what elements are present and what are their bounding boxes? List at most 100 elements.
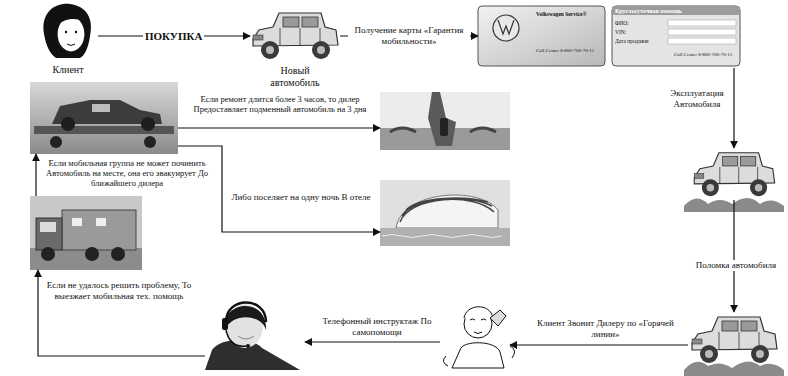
node-caption: Если мобильная группа не может починить … xyxy=(42,158,212,188)
replacement-car-keys-photo-part xyxy=(440,118,448,136)
road-car-icon-part xyxy=(694,153,774,196)
node-caption: Дата продажи: xyxy=(615,38,665,45)
replacement-car-keys-photo-part xyxy=(380,92,510,150)
node-caption: Эксплуатация Автомобиля xyxy=(666,88,728,110)
node-caption: Call Center 8-800-700-70-11 xyxy=(674,52,736,58)
mobility-cards-part xyxy=(478,6,605,66)
flow-arrow xyxy=(178,146,380,232)
tow-truck-photo-part xyxy=(141,117,155,131)
client-icon xyxy=(43,4,91,58)
edge-label: Получение карты «Гарантия мобильности» xyxy=(348,25,470,47)
operator-photo xyxy=(205,303,300,371)
broken-car-node: Поломка автомобиля xyxy=(688,312,780,367)
broken-car-icon xyxy=(684,317,784,376)
tow-truck-photo-part xyxy=(50,136,62,148)
operator-photo-part xyxy=(246,344,250,348)
mobile-service-truck-photo xyxy=(30,196,142,270)
service-truck-node: Если не удалось решить проблему, То выез… xyxy=(30,196,142,270)
mobile-service-truck-photo-part xyxy=(96,218,106,226)
node-caption: Круглосуточная помощь xyxy=(615,8,737,15)
mobility-cards xyxy=(478,6,740,66)
operator-photo-part xyxy=(226,303,266,323)
card-node: Volkswagen Service® Call Center 8-800-700… xyxy=(478,6,740,68)
node-caption: Новый автомобиль xyxy=(265,65,325,89)
calling-client-node: Клиент Звонит Дилеру по «Горячей линии» xyxy=(440,296,510,368)
client-icon-part xyxy=(65,31,67,33)
broken-car-icon-part xyxy=(684,361,784,376)
flow-arrow xyxy=(510,344,688,345)
flow-arrow xyxy=(305,341,440,342)
new-car-icon xyxy=(253,13,338,59)
mobile-service-truck-photo-part xyxy=(40,222,56,232)
client-icon-part xyxy=(57,10,86,26)
mobile-service-truck-photo-part xyxy=(62,210,136,250)
client-icon-part xyxy=(43,4,91,58)
node-caption: Клиент xyxy=(28,64,108,76)
mobile-service-truck-photo-part xyxy=(30,196,142,270)
node-caption: Volkswagen Service® xyxy=(536,11,602,18)
calling-client-sketch-part xyxy=(443,346,514,366)
calling-client-sketch-part xyxy=(490,310,506,326)
mobile-service-truck-photo-part xyxy=(72,218,82,226)
calling-client-sketch xyxy=(443,307,514,368)
tow-truck-photo-part xyxy=(61,117,75,131)
client-icon-part xyxy=(75,31,77,33)
client-icon-part xyxy=(67,44,75,46)
mobile-service-truck-photo-part xyxy=(85,247,99,261)
operator-node: Телефонный инструктаж По самопомощи xyxy=(205,300,305,370)
flow-arrow xyxy=(733,200,734,312)
node-caption: Если не удалось решить проблему, То выез… xyxy=(44,280,194,302)
node-caption: Call Center 8-800-700-70-11 xyxy=(536,48,598,54)
operator-photo-part xyxy=(238,336,254,339)
tow-truck-node: Если мобильная группа не может починить … xyxy=(30,82,178,154)
new-car-node: Новый автомобиль xyxy=(250,8,340,63)
node-caption: Либо поселяет на одну ночь В отеле xyxy=(228,192,374,203)
flow-arrow xyxy=(35,154,36,196)
node-caption: Если ремонт длится более 3 часов, то дил… xyxy=(184,94,376,114)
road-car-node: Эксплуатация Автомобиля xyxy=(688,148,780,200)
calling-client-sketch-part xyxy=(474,332,482,334)
calling-client-sketch-part xyxy=(452,343,504,368)
hotel-node: Либо поселяет на одну ночь В отеле xyxy=(380,180,510,246)
hotel-photo xyxy=(380,180,510,246)
hotel-photo-part xyxy=(400,198,494,222)
replacement-car-keys-photo xyxy=(380,92,510,150)
operator-photo-part xyxy=(222,318,228,330)
hotel-photo-part xyxy=(396,195,498,228)
mobility-cards-part xyxy=(668,29,736,35)
hotel-photo-part xyxy=(382,235,502,238)
edge-label: ПОКУПКА xyxy=(143,30,204,43)
mobility-cards-part xyxy=(612,6,740,15)
node-caption: Поломка автомобиля xyxy=(684,260,788,271)
mobility-cards-part xyxy=(668,38,736,44)
tow-truck-photo-part xyxy=(92,104,110,112)
flow-arrow xyxy=(38,270,205,356)
replacement-car-node: Если ремонт длится более 3 часов, то дил… xyxy=(380,92,510,150)
mobility-cards-part xyxy=(498,20,514,34)
node-caption: Клиент Звонит Дилеру по «Горячей линии» xyxy=(528,318,683,340)
hotel-photo-part xyxy=(380,228,510,246)
calling-client-sketch-part xyxy=(470,319,486,320)
replacement-car-keys-photo-part xyxy=(428,92,456,146)
mobility-cards-part xyxy=(668,20,736,26)
tow-truck-photo-part xyxy=(144,136,156,148)
broken-car-icon-part xyxy=(692,317,777,363)
calling-client-sketch-part xyxy=(464,307,493,318)
tow-truck-photo-part xyxy=(30,82,178,154)
tow-truck-photo xyxy=(30,82,178,154)
mobility-cards-part xyxy=(493,15,519,41)
mobile-service-truck-photo-part xyxy=(41,247,55,261)
client-node: Клиент xyxy=(38,4,98,62)
flow-arrow xyxy=(733,68,734,148)
node-caption: VIN: xyxy=(615,29,655,36)
flow-arrow xyxy=(178,127,380,128)
node-caption: Телефонный инструктаж По самопомощи xyxy=(318,316,436,338)
mobile-service-truck-photo-part xyxy=(36,218,62,250)
hotel-photo-part xyxy=(380,180,510,246)
node-caption: ФИО: xyxy=(615,20,655,27)
mobile-service-truck-photo-part xyxy=(111,247,125,261)
mobility-cards-part xyxy=(612,6,740,66)
mobile-service-truck-photo-part xyxy=(30,248,142,270)
